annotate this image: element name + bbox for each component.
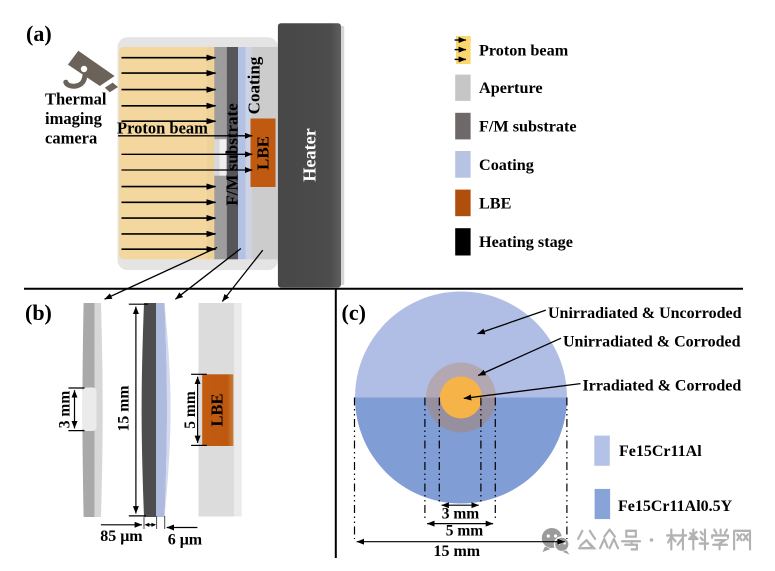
- svg-text:5 mm: 5 mm: [446, 523, 484, 540]
- svg-text:LBE: LBE: [208, 393, 227, 426]
- svg-text:(b): (b): [25, 300, 52, 325]
- svg-text:imaging: imaging: [45, 109, 103, 128]
- svg-text:15 mm: 15 mm: [116, 385, 133, 431]
- svg-text:LBE: LBE: [254, 136, 273, 170]
- svg-text:Unirradiated & Uncorroded: Unirradiated & Uncorroded: [548, 305, 742, 322]
- svg-text:Irradiated & Corroded: Irradiated & Corroded: [583, 378, 742, 395]
- svg-text:Heater: Heater: [300, 128, 320, 182]
- svg-text:Heating stage: Heating stage: [479, 233, 573, 251]
- svg-text:camera: camera: [45, 129, 97, 148]
- svg-text:Fe15Cr11Al0.5Y: Fe15Cr11Al0.5Y: [618, 498, 733, 515]
- svg-text:Proton beam: Proton beam: [117, 119, 208, 138]
- svg-text:F/M substrate: F/M substrate: [223, 103, 242, 206]
- svg-text:3 mm: 3 mm: [442, 506, 480, 523]
- svg-text:Fe15Cr11Al: Fe15Cr11Al: [619, 443, 702, 460]
- svg-text:Unirradiated & Corroded: Unirradiated & Corroded: [563, 334, 741, 351]
- svg-text:LBE: LBE: [479, 194, 511, 212]
- svg-text:(c): (c): [342, 300, 366, 325]
- svg-text:Proton beam: Proton beam: [479, 42, 569, 60]
- svg-text:Coating: Coating: [245, 56, 264, 114]
- svg-text:15 mm: 15 mm: [433, 543, 480, 560]
- svg-text:F/M substrate: F/M substrate: [479, 118, 577, 136]
- svg-text:3 mm: 3 mm: [57, 391, 74, 429]
- svg-text:Thermal: Thermal: [45, 90, 107, 109]
- svg-text:85 μm: 85 μm: [100, 528, 143, 545]
- svg-text:5 mm: 5 mm: [182, 391, 199, 429]
- svg-text:Coating: Coating: [479, 156, 534, 174]
- svg-text:(a): (a): [26, 21, 52, 46]
- svg-text:Aperture: Aperture: [479, 79, 543, 97]
- svg-text:6 μm: 6 μm: [168, 532, 203, 549]
